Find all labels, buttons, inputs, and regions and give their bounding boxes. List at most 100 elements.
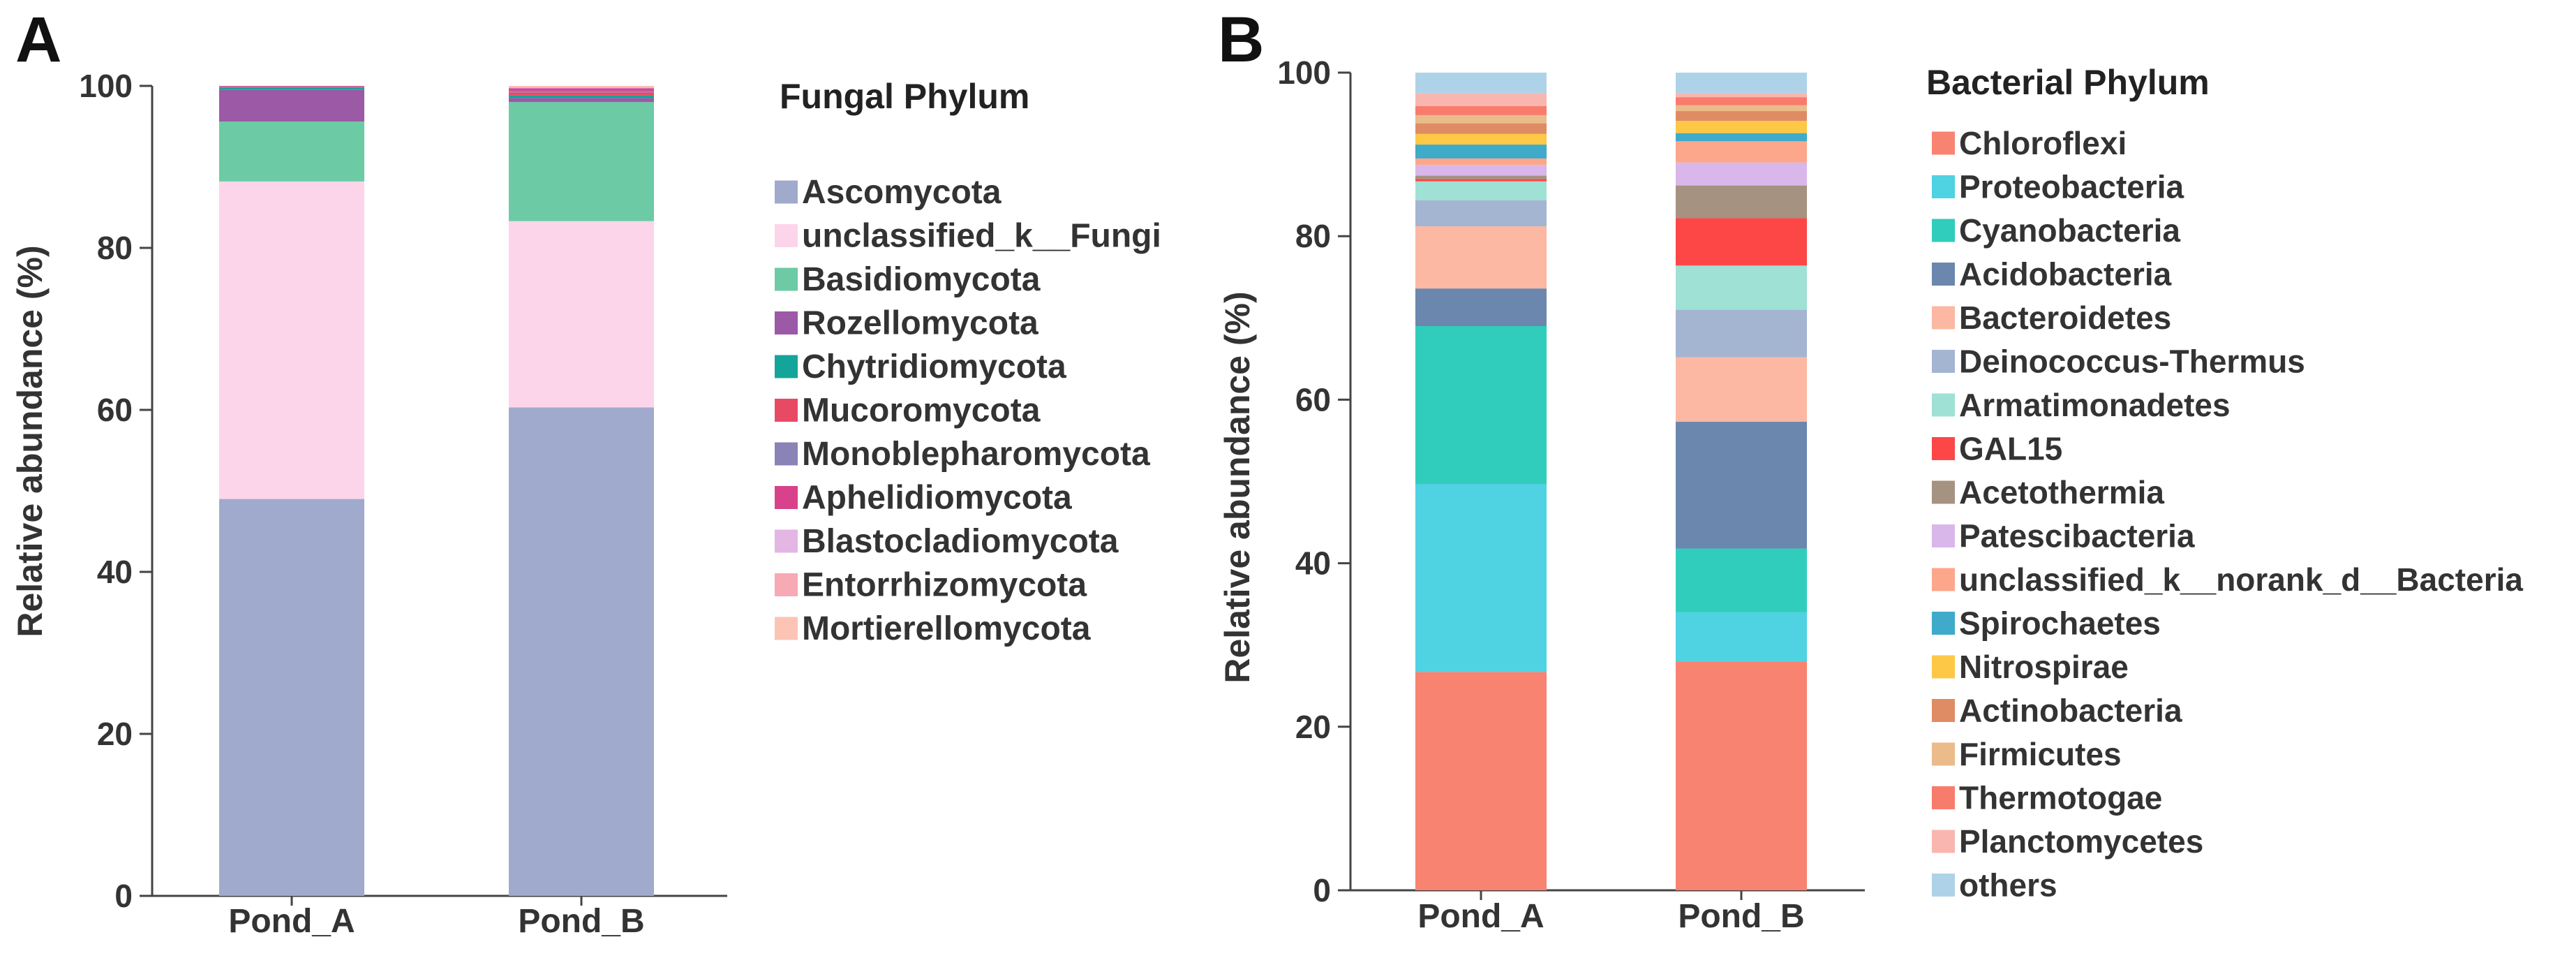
panel-b-bar-segment-pond-b-13	[1676, 111, 1807, 121]
panel-a-legend-label: Mucoromycota	[802, 392, 1041, 429]
panel-a-bar-segment-pond-a-1	[219, 181, 364, 499]
panel-b-y-tick-label: 100	[1277, 54, 1331, 91]
panel-b-legend-swatch	[1932, 742, 1955, 766]
panel-b-bar-segment-pond-b-17	[1676, 73, 1807, 94]
panel-a-legend-title: Fungal Phylum	[780, 77, 1029, 116]
panel-a-bar-segment-pond-b-5	[509, 92, 654, 96]
panel-b-bar-segment-pond-a-10	[1415, 158, 1547, 165]
panel-b-bar-segment-pond-a-7	[1415, 179, 1547, 182]
panel-a-legend-swatch	[775, 311, 798, 334]
panel-b-legend-swatch	[1932, 830, 1955, 853]
panel-b-legend-label: Deinococcus-Thermus	[1959, 344, 2305, 380]
panel-b-bar-segment-pond-b-12	[1676, 121, 1807, 133]
panel-a-bar-segment-pond-a-7	[219, 86, 364, 87]
panel-b-bar-segment-pond-a-4	[1415, 226, 1547, 289]
panel-b: B Relative abundance (%) 0 20 40 60 80 100 Po…	[1218, 4, 2523, 935]
panel-b-bar-segment-pond-a-6	[1415, 181, 1547, 200]
panel-a-bar-segment-pond-b-6	[509, 90, 654, 93]
panel-b-bar-segment-pond-b-3	[1676, 422, 1807, 549]
panel-b-legend-swatch	[1932, 612, 1955, 635]
panel-a-legend-label: Aphelidiomycota	[802, 480, 1072, 517]
panel-b-legend-swatch	[1932, 131, 1955, 155]
panel-b-bar-segment-pond-b-2	[1676, 548, 1807, 612]
panel-a-legend-label: Blastocladiomycota	[802, 523, 1119, 560]
panel-b-legend-label: Planctomycetes	[1959, 823, 2203, 860]
panel-a-y-tick-label: 80	[97, 230, 133, 266]
panel-b-legend-label: Spirochaetes	[1959, 605, 2161, 642]
panel-b-legend-swatch	[1932, 393, 1955, 417]
panel-b-bar-segment-pond-a-0	[1415, 672, 1547, 890]
panel-b-legend-label: Proteobacteria	[1959, 169, 2184, 205]
panel-b-bar-segment-pond-b-4	[1676, 357, 1807, 422]
panel-a-bars	[219, 86, 654, 896]
panel-b-legend-swatch	[1932, 655, 1955, 679]
panel-b-legend-label: Thermotogae	[1959, 780, 2162, 816]
panel-a-bar-segment-pond-a-2	[219, 121, 364, 182]
panel-a-legend-swatch	[775, 224, 798, 247]
panel-b-y-tick-label: 60	[1295, 381, 1331, 418]
panel-b-bar-segment-pond-b-16	[1676, 93, 1807, 98]
panel-b-bar-segment-pond-b-14	[1676, 105, 1807, 112]
panel-b-bar-segment-pond-b-5	[1676, 309, 1807, 358]
panel-b-legend-swatch	[1932, 524, 1955, 547]
panel-a-bar-segment-pond-b-7	[509, 88, 654, 91]
panel-b-legend-label: Actinobacteria	[1959, 693, 2182, 729]
panel-b-bars	[1415, 73, 1807, 890]
panel-a-bar-segment-pond-b-3	[509, 98, 654, 103]
panel-b-bar-segment-pond-a-2	[1415, 326, 1547, 485]
panel-b-legend-swatch	[1932, 437, 1955, 460]
panel-a-legend-swatch	[775, 573, 798, 596]
panel-b-legend-label: Patescibacteria	[1959, 518, 2195, 554]
panel-a-letter: A	[15, 4, 61, 75]
panel-b-bar-segment-pond-a-5	[1415, 200, 1547, 227]
panel-a-legend-swatch	[775, 355, 798, 378]
panel-b-bar-segment-pond-a-15	[1415, 106, 1547, 115]
panel-a-legend-label: unclassified_k__Fungi	[802, 218, 1161, 255]
panel-b-y-tick-label: 80	[1295, 218, 1331, 254]
panel-b-legend-label: others	[1959, 867, 2057, 904]
panel-b-bar-segment-pond-a-17	[1415, 73, 1547, 94]
panel-b-legend-label: Nitrospirae	[1959, 649, 2129, 685]
panel-b-legend-swatch	[1932, 306, 1955, 330]
panel-b-legend-label: Firmicutes	[1959, 736, 2122, 772]
panel-b-legend-label: unclassified_k__norank_d__Bacteria	[1959, 561, 2523, 598]
panel-a-legend-label: Rozellomycota	[802, 305, 1038, 342]
panel-a-bar-segment-pond-b-4	[509, 95, 654, 98]
panel-b-legend-label: GAL15	[1959, 431, 2062, 467]
panel-b-bar-segment-pond-a-9	[1415, 165, 1547, 176]
panel-a-legend-label: Mortierellomycota	[802, 610, 1091, 647]
panel-b-y-tick-label: 40	[1295, 545, 1331, 582]
panel-b-y-ticks: 0 20 40 60 80 100	[1277, 54, 1350, 908]
panel-a-y-tick-label: 40	[97, 554, 133, 590]
panel-b-legend-label: Armatimonadetes	[1959, 387, 2231, 423]
panel-a-legend-label: Basidiomycota	[802, 261, 1041, 298]
panel-b-bar-segment-pond-b-0	[1676, 661, 1807, 890]
panel-b-bar-segment-pond-a-11	[1415, 145, 1547, 159]
panel-b-bar-segment-pond-b-11	[1676, 133, 1807, 142]
panel-b-y-tick-label: 20	[1295, 709, 1331, 745]
panel-a-y-axis-label: Relative abundance (%)	[10, 245, 50, 637]
panel-b-letter: B	[1218, 4, 1264, 75]
panel-b-legend-label: Acidobacteria	[1959, 256, 2172, 293]
panel-b-legend-swatch	[1932, 874, 1955, 897]
panel-b-legend-swatch	[1932, 480, 1955, 504]
panel-b-y-tick-label: 0	[1313, 872, 1331, 908]
panel-b-legend-label: Chloroflexi	[1959, 125, 2127, 161]
panel-b-bar-segment-pond-b-10	[1676, 141, 1807, 163]
panel-a-bar-segment-pond-b-1	[509, 221, 654, 408]
panel-b-bar-segment-pond-a-1	[1415, 484, 1547, 672]
panel-b-bar-segment-pond-a-14	[1415, 115, 1547, 124]
panel-b-legend-title: Bacterial Phylum	[1926, 63, 2210, 102]
panel-a-legend-swatch	[775, 267, 798, 291]
panel-b-bar-segment-pond-a-13	[1415, 123, 1547, 134]
panel-a-bar-segment-pond-b-2	[509, 102, 654, 221]
panel-b-y-axis-label: Relative abundance (%)	[1218, 291, 1257, 683]
panel-a-y-tick-label: 60	[97, 392, 133, 428]
panel-b-legend-label: Cyanobacteria	[1959, 212, 2180, 249]
panel-a-legend-label: Entorrhizomycota	[802, 567, 1087, 604]
